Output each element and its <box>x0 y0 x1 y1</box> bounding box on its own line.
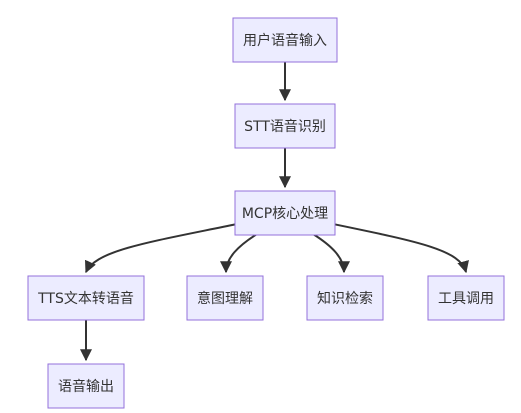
node-label: TTS文本转语音 <box>37 290 134 307</box>
node-tool-call: 工具调用 <box>427 275 505 321</box>
node-label: 用户语音输入 <box>243 32 327 49</box>
node-mcp-core: MCP核心处理 <box>234 190 336 236</box>
node-label: STT语音识别 <box>244 118 326 135</box>
node-stt-recognition: STT语音识别 <box>234 103 336 149</box>
node-label: 语音输出 <box>58 378 114 395</box>
edge-mcp-to-intent <box>220 233 258 274</box>
edge-mcp-to-tool <box>332 223 469 274</box>
node-tts-convert: TTS文本转语音 <box>27 275 145 321</box>
node-label: MCP核心处理 <box>242 206 328 222</box>
node-user-voice-input: 用户语音输入 <box>232 17 338 63</box>
edge-mcp-to-knowledge <box>312 233 350 274</box>
node-label: 知识检索 <box>317 290 373 307</box>
node-voice-output: 语音输出 <box>47 363 125 409</box>
node-knowledge-search: 知识检索 <box>306 275 384 321</box>
edge-mcp-to-tts <box>85 223 238 274</box>
node-label: 意图理解 <box>197 290 253 307</box>
node-intent-understanding: 意图理解 <box>186 275 264 321</box>
node-label: 工具调用 <box>438 291 494 307</box>
